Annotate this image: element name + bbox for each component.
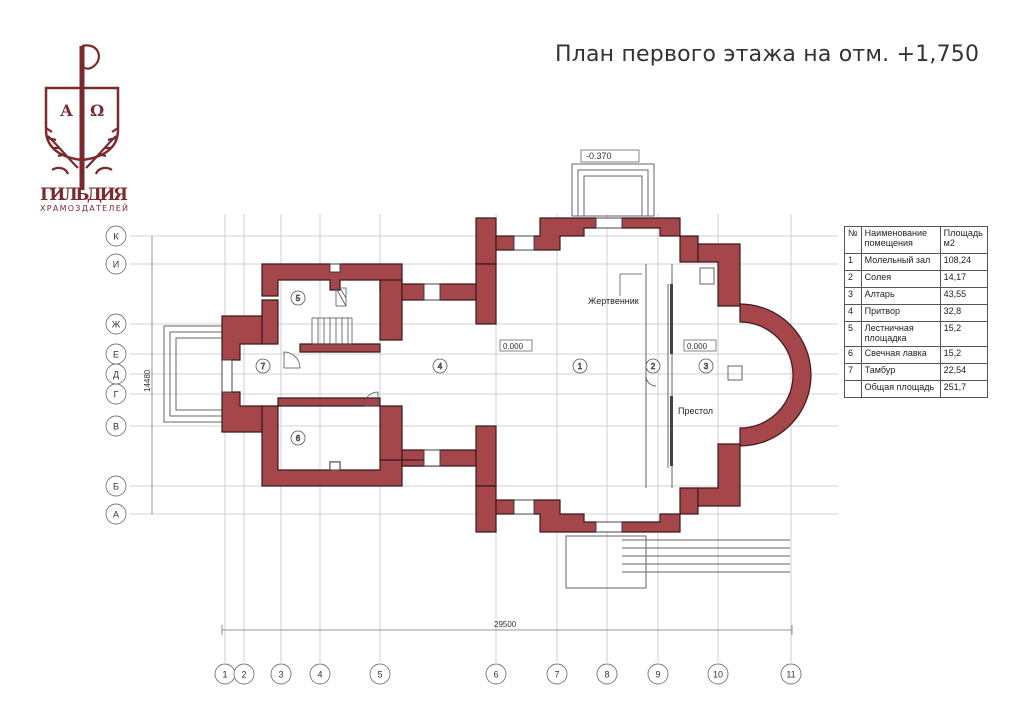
svg-text:2: 2 [241, 670, 246, 680]
svg-text:Б: Б [113, 482, 119, 492]
svg-text:6: 6 [493, 670, 498, 680]
axis-row-3: Ж [105, 313, 127, 335]
total-label: Общая площадь [860, 380, 941, 398]
axis-row-7: В [105, 415, 127, 437]
svg-text:Ж: Ж [112, 320, 121, 330]
axis-col-5: 5 [369, 663, 391, 685]
svg-text:9: 9 [655, 670, 660, 680]
label-prestol: Престол [678, 406, 713, 416]
guild-logo: А Ω ГИЛЬДИЯ ХРАМОЗДАТЕЛЕЙ [40, 44, 128, 213]
header-num: № [844, 226, 862, 254]
axis-col-2: 2 [233, 663, 255, 685]
axis-col-9: 9 [647, 663, 669, 685]
axis-row-5: Д [105, 363, 127, 385]
table-header-row: № Наименование помещения Площадь м2 [844, 226, 988, 254]
axis-col-7: 7 [546, 663, 568, 685]
room-marker-5: 5 [290, 290, 306, 306]
svg-text:8: 8 [604, 670, 609, 680]
svg-text:В: В [113, 422, 119, 432]
axis-col-3: 3 [270, 663, 292, 685]
svg-text:А: А [113, 510, 119, 520]
axis-row-4: Е [105, 343, 127, 365]
axis-col-10: 10 [707, 663, 729, 685]
svg-text:1: 1 [222, 670, 227, 680]
axis-col-11: 11 [780, 663, 802, 685]
svg-text:К: К [113, 232, 119, 242]
level-hall: 0.000 [503, 342, 524, 351]
logo-alpha: А [60, 101, 73, 120]
axis-col-4: 4 [309, 663, 331, 685]
svg-text:7: 7 [261, 362, 266, 371]
axis-row-8: Б [105, 475, 127, 497]
level-porch: -0.370 [586, 151, 612, 161]
svg-text:5: 5 [377, 670, 382, 680]
total-area: 251,7 [939, 380, 988, 398]
svg-text:11: 11 [786, 670, 795, 680]
logo-omega: Ω [90, 101, 104, 120]
svg-text:3: 3 [278, 670, 283, 680]
logo-name: ГИЛЬДИЯ [40, 185, 128, 205]
room-marker-4: 4 [432, 358, 448, 374]
axis-row-9: А [105, 503, 127, 525]
svg-text:10: 10 [713, 670, 723, 680]
axis-col-1: 1 [214, 663, 236, 685]
axis-col-8: 8 [596, 663, 618, 685]
room-marker-6: 6 [290, 430, 306, 446]
svg-text:1: 1 [578, 362, 583, 371]
svg-text:Е: Е [113, 350, 119, 360]
svg-text:4: 4 [317, 670, 322, 680]
room-marker-7: 7 [255, 358, 271, 374]
logo-subtitle: ХРАМОЗДАТЕЛЕЙ [40, 202, 128, 213]
axis-row-1: К [105, 225, 127, 247]
svg-text:Г: Г [114, 390, 119, 400]
svg-text:2: 2 [651, 362, 656, 371]
dimension-width: 29500 [494, 620, 517, 629]
level-altar: 0.000 [687, 342, 708, 351]
axis-row-2: И [105, 253, 127, 275]
svg-text:4: 4 [438, 362, 443, 371]
axis-row-6: Г [105, 383, 127, 405]
room-marker-1: 1 [572, 358, 588, 374]
axis-col-6: 6 [485, 663, 507, 685]
room-marker-3: 3 [698, 358, 714, 374]
page-title: План первого этажа на отм. +1,750 [555, 42, 980, 67]
dimension-height: 14480 [143, 369, 152, 392]
room-marker-2: 2 [645, 358, 661, 374]
svg-text:3: 3 [704, 362, 709, 371]
svg-text:5: 5 [296, 294, 301, 303]
header-name: Наименование помещения [860, 226, 941, 254]
svg-text:7: 7 [554, 670, 559, 680]
svg-text:И: И [113, 260, 119, 270]
header-area: Площадь м2 [939, 226, 988, 254]
label-zhertvennik: Жертвенник [588, 296, 639, 306]
svg-text:6: 6 [296, 434, 301, 443]
svg-text:Д: Д [113, 370, 119, 380]
